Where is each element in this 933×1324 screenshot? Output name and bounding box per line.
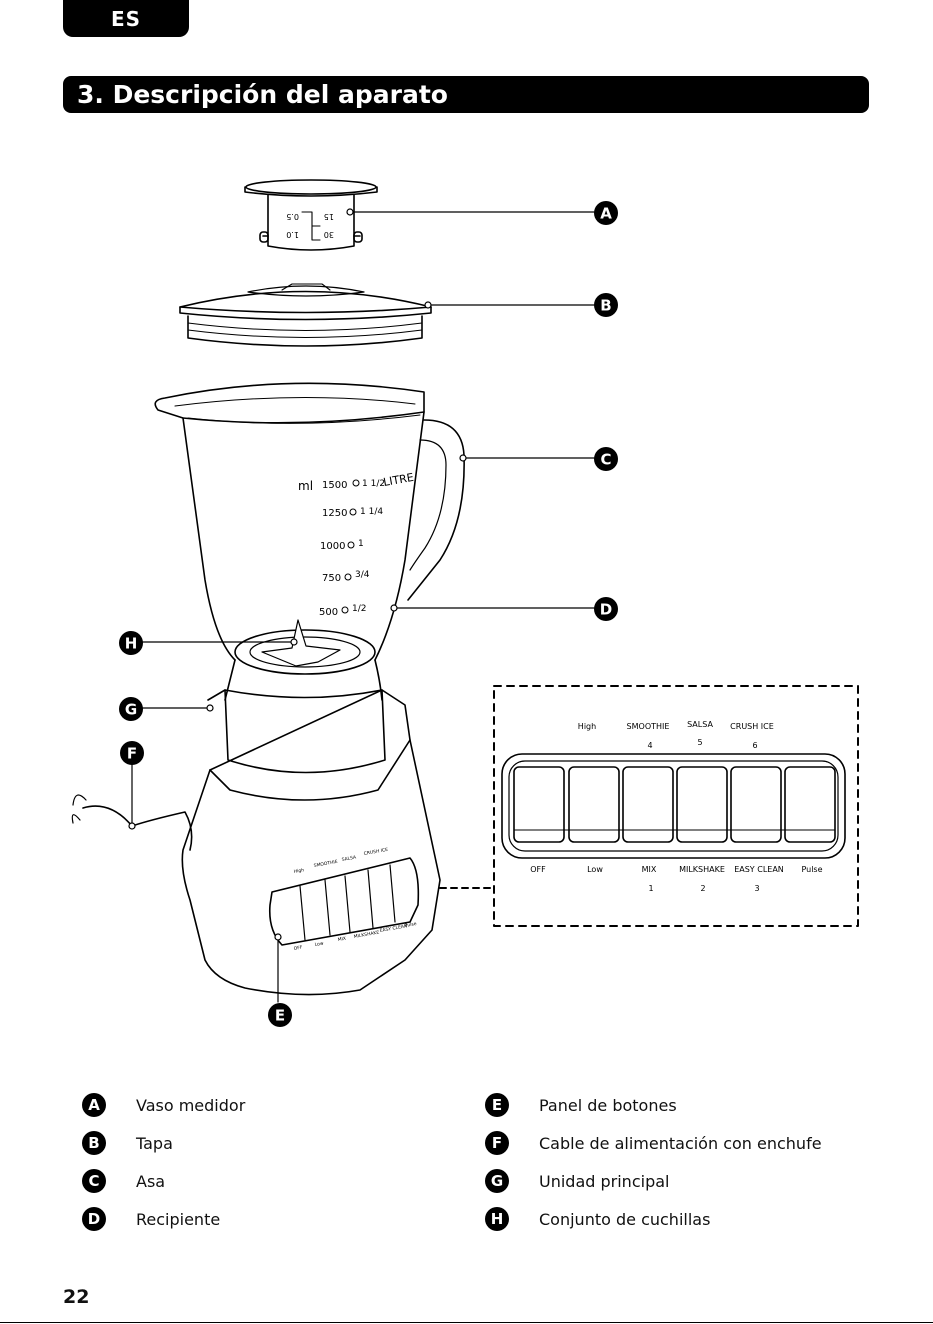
- base-label-easy-clean: EASY CLEAN: [379, 923, 408, 934]
- legend-text-c: Asa: [136, 1171, 166, 1191]
- legend-item-b: B Tapa: [82, 1130, 173, 1156]
- jar-ml-1250: 1250: [322, 508, 347, 519]
- callout-f: F: [120, 741, 144, 765]
- cup-mark-0-5: 0.5: [286, 212, 299, 221]
- panel-label-off: OFF: [530, 865, 546, 874]
- legend-item-d: D Recipiente: [82, 1206, 220, 1232]
- language-tab: ES: [63, 0, 189, 37]
- jar-litre-1-2: 1/2: [352, 604, 366, 614]
- panel-number-3: 3: [754, 884, 759, 893]
- jar-litre-1-1-4: 1 1/4: [360, 507, 383, 517]
- legend-item-c: C Asa: [82, 1168, 165, 1194]
- legend-text-f: Cable de alimentación con enchufe: [539, 1133, 822, 1153]
- cup-mark-1-0: 1.0: [286, 230, 299, 239]
- lid-drawing: [179, 283, 432, 347]
- panel-label-mix: MIX: [642, 865, 657, 874]
- svg-text:C: C: [600, 451, 611, 469]
- panel-number-1: 1: [648, 884, 653, 893]
- legend-badge-c: C: [82, 1169, 106, 1193]
- legend-text-e: Panel de botones: [539, 1095, 677, 1115]
- svg-text:D: D: [600, 601, 612, 619]
- panel-label-salsa: SALSA: [687, 720, 713, 729]
- panel-label-high: High: [578, 722, 596, 731]
- callout-g: G: [119, 697, 143, 721]
- jar-ml-750: 750: [322, 573, 341, 584]
- jar-litre-1: 1: [358, 539, 364, 549]
- base-drawing: [181, 689, 441, 996]
- svg-text:G: G: [125, 701, 137, 719]
- panel-number-2: 2: [700, 884, 705, 893]
- callout-h: H: [119, 631, 143, 655]
- panel-zoom-drawing: [493, 685, 859, 927]
- panel-label-smoothie: SMOOTHIE: [627, 722, 670, 731]
- jar-ml-1000: 1000: [320, 541, 345, 552]
- svg-text:B: B: [600, 297, 611, 315]
- power-cord-drawing: [71, 794, 193, 851]
- jar-ml-1500: 1500: [322, 480, 347, 491]
- callout-e: E: [268, 1003, 292, 1027]
- legend-item-f: F Cable de alimentación con enchufe: [485, 1130, 822, 1156]
- callout-b: B: [594, 293, 618, 317]
- bottom-rule: [0, 1322, 933, 1323]
- base-label-off: OFF: [293, 944, 303, 951]
- panel-number-5: 5: [697, 738, 702, 747]
- jar-ml-500: 500: [319, 607, 338, 618]
- legend-badge-e: E: [485, 1093, 509, 1117]
- cup-mark-15: 15: [324, 212, 334, 221]
- legend-text-g: Unidad principal: [539, 1171, 670, 1191]
- legend-badge-h: H: [485, 1207, 509, 1231]
- jar-unit-ml: ml: [298, 479, 313, 493]
- base-label-smoothie: SMOOTHIE: [313, 859, 338, 869]
- panel-number-4: 4: [647, 741, 652, 750]
- legend-text-a: Vaso medidor: [136, 1095, 246, 1115]
- svg-text:A: A: [600, 205, 612, 223]
- legend-badge-g: G: [485, 1169, 509, 1193]
- legend-badge-b: B: [82, 1131, 106, 1155]
- jar-drawing: [154, 382, 465, 701]
- panel-number-6: 6: [752, 741, 757, 750]
- legend-badge-f: F: [485, 1131, 509, 1155]
- panel-label-easy-clean: EASY CLEAN: [734, 865, 784, 874]
- legend-item-e: E Panel de botones: [485, 1092, 677, 1118]
- base-label-low: Low: [314, 940, 324, 948]
- panel-label-crush-ice: CRUSH ICE: [730, 722, 774, 731]
- section-title: 3. Descripción del aparato: [63, 76, 869, 113]
- base-label-mix: MIX: [337, 936, 346, 943]
- svg-text:E: E: [275, 1007, 285, 1025]
- svg-text:F: F: [127, 745, 137, 763]
- legend-text-b: Tapa: [136, 1133, 173, 1153]
- callout-c: C: [594, 447, 618, 471]
- jar-litre-1-1-2: 1 1/2: [362, 479, 385, 489]
- legend-item-a: A Vaso medidor: [82, 1092, 245, 1118]
- leader-lines: [131, 211, 595, 1003]
- page-number: 22: [63, 1286, 90, 1308]
- leader-dots: [128, 208, 467, 941]
- jar-unit-litre: LITRE: [382, 471, 415, 489]
- base-label-high: High: [293, 867, 304, 875]
- cup-mark-30: 30: [324, 230, 334, 239]
- legend-badge-a: A: [82, 1093, 106, 1117]
- base-label-pulse: Pulse: [404, 921, 417, 929]
- panel-label-pulse: Pulse: [801, 865, 822, 874]
- jar-litre-3-4: 3/4: [355, 570, 370, 580]
- base-label-salsa: SALSA: [341, 854, 357, 863]
- legend-text-h: Conjunto de cuchillas: [539, 1209, 711, 1229]
- measuring-cup-drawing: [244, 179, 378, 251]
- legend-item-h: H Conjunto de cuchillas: [485, 1206, 710, 1232]
- legend-badge-d: D: [82, 1207, 106, 1231]
- panel-label-low: Low: [587, 865, 603, 874]
- legend-item-g: G Unidad principal: [485, 1168, 669, 1194]
- legend-text-d: Recipiente: [136, 1209, 221, 1229]
- panel-label-milkshake: MILKSHAKE: [679, 865, 725, 874]
- callout-d: D: [594, 597, 618, 621]
- base-label-milkshake: MILKSHAKE: [353, 930, 380, 940]
- base-label-crush-ice: CRUSH ICE: [363, 847, 388, 857]
- svg-text:H: H: [125, 635, 138, 653]
- callout-a: A: [594, 201, 618, 225]
